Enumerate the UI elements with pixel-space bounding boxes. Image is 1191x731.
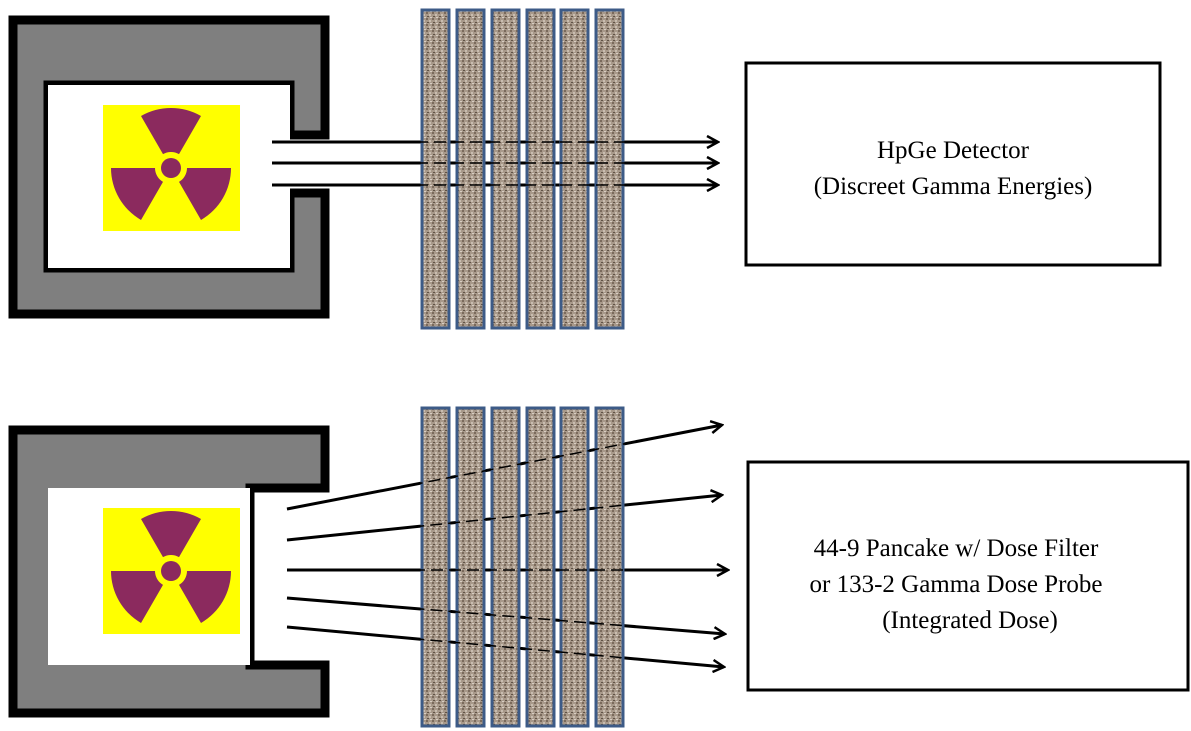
trefoil-blade [141,511,201,558]
beam-through-slab [286,494,723,541]
absorber-slab [420,8,451,330]
absorber-slab [594,406,625,728]
absorber-slab [525,8,556,330]
absorber-slab [455,406,486,728]
radiation-trefoil-icon [103,105,240,231]
absorber-slab [594,8,625,330]
absorber-slab [525,406,556,728]
trefoil-blade [111,571,163,623]
beam-through-slab [286,424,723,510]
beam-through-slab [286,597,726,635]
absorber-slab [490,406,521,728]
beam-through-slab [286,626,725,668]
trefoil-center [161,561,181,581]
absorber-slab [420,406,451,728]
bottom-absorber-slabs [420,406,625,728]
bottom-detector-label-line-3: (Integrated Dose) [882,607,1058,634]
radiation-trefoil-icon [103,508,240,634]
bottom-detector-label-line-1: 44-9 Pancake w/ Dose Filter [814,535,1099,562]
trefoil-blade [179,571,231,623]
absorber-slab [559,8,590,330]
top-absorber-slabs [420,8,625,330]
beam-overlay [272,141,718,186]
trefoil-blade [111,168,163,220]
beam-overlay [286,424,728,668]
trefoil-blade [179,168,231,220]
top-setup: HpGe Detector (Discreet Gamma Energies) [8,8,1162,330]
absorber-slab [455,8,486,330]
bottom-detector-box [746,460,1190,692]
trefoil-blade [141,108,201,155]
trefoil-center [161,158,181,178]
top-detector-label-line-2: (Discreet Gamma Energies) [814,173,1093,200]
absorber-slab [559,406,590,728]
bottom-detector-label-line-2: or 133-2 Gamma Dose Probe [810,571,1103,598]
bottom-setup: 44-9 Pancake w/ Dose Filter or 133-2 Gam… [8,406,1190,728]
top-detector-label-line-1: HpGe Detector [877,137,1030,164]
absorber-slab [490,8,521,330]
top-detector-box [744,61,1162,267]
